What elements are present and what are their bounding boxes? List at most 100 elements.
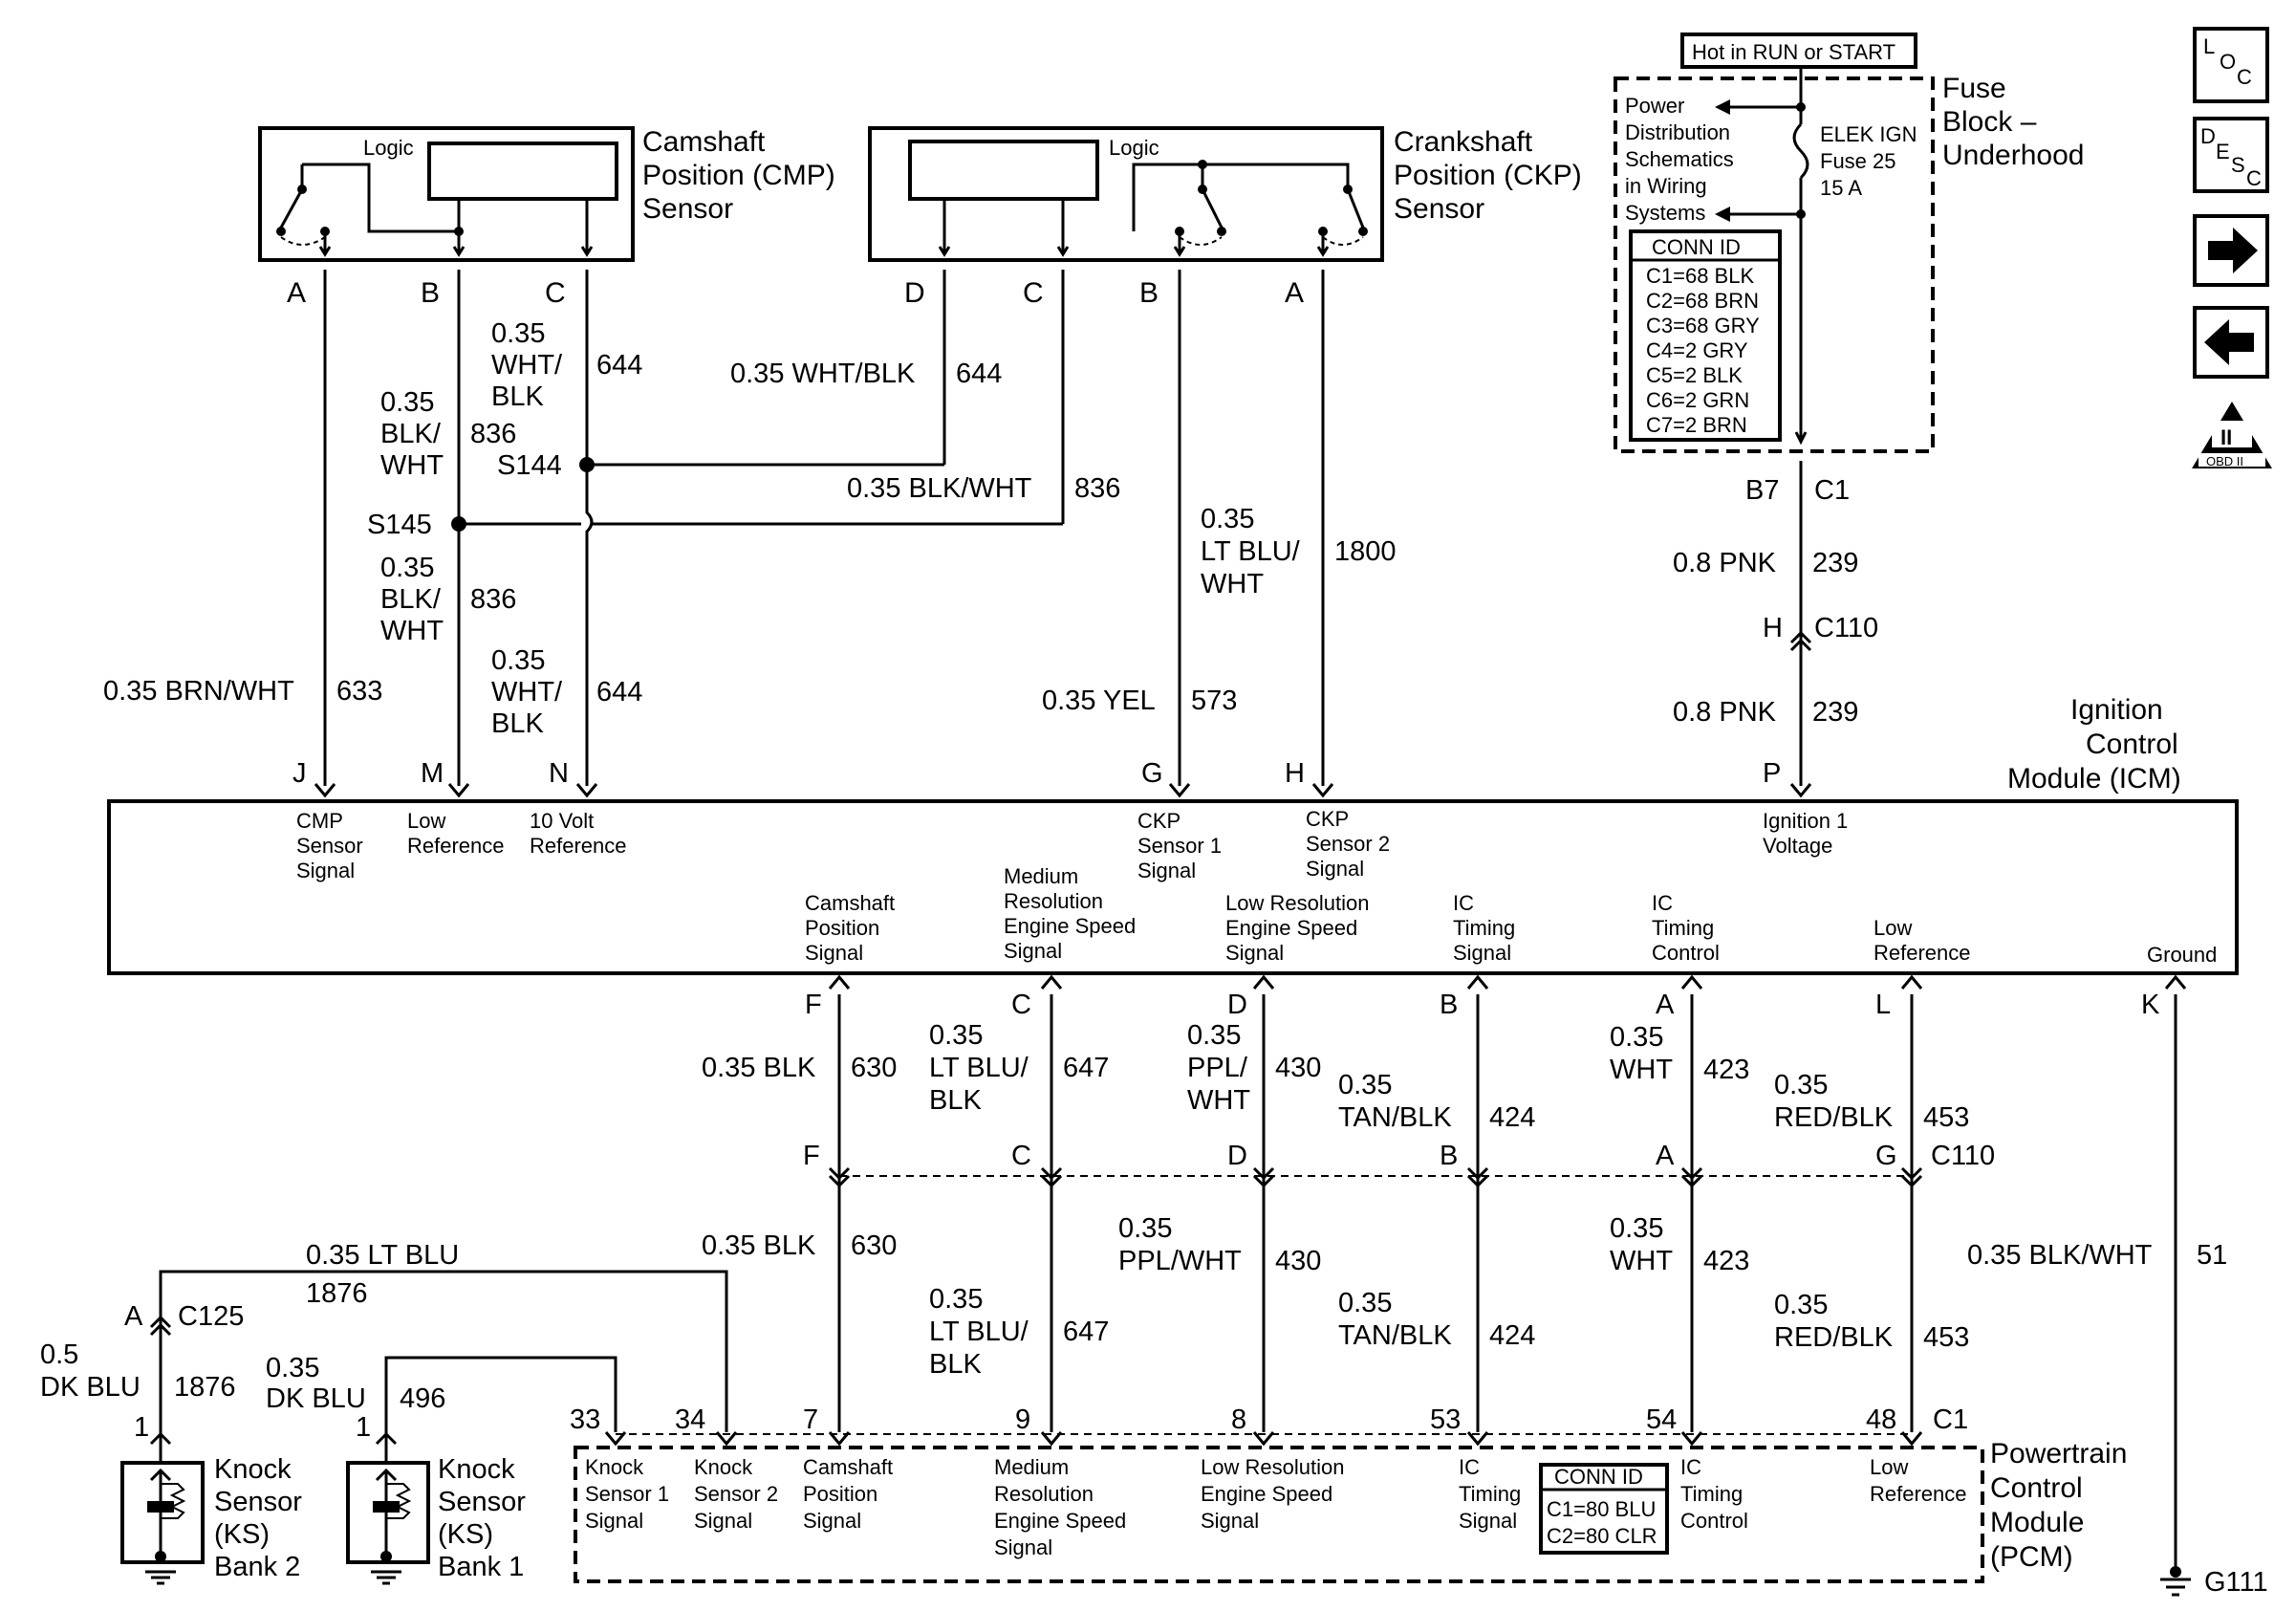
ks1-label-1: Knock bbox=[438, 1454, 515, 1485]
wire-label-ks2: 0.5 DK BLU 1876 1 bbox=[40, 1339, 236, 1443]
ks2-label-2: Sensor bbox=[214, 1487, 302, 1517]
cmp-pin-c: C bbox=[545, 277, 566, 309]
fuse-conn-id: C6=2 GRN bbox=[1646, 388, 1749, 412]
ground-name: G111 bbox=[2204, 1567, 2268, 1598]
wire-size-color: 0.8 PNK bbox=[1673, 697, 1777, 728]
wire-label-424-top: 0.35 TAN/BLK 424 bbox=[1338, 1070, 1535, 1133]
wire-size-color: WHT bbox=[380, 450, 444, 481]
obd-roman: II bbox=[2220, 425, 2232, 449]
icm-top-labels: CMP Sensor Signal Low Reference 10 Volt … bbox=[296, 807, 1848, 882]
pcm-pin-marks: 33 34 7 9 8 53 54 48 C1 bbox=[570, 1404, 1968, 1447]
wire-size-color: 0.35 bbox=[266, 1353, 319, 1383]
wire-size-color: 0.35 bbox=[1118, 1213, 1172, 1244]
wire-size-color: BLK bbox=[929, 1085, 982, 1116]
ks1-label-2: Sensor bbox=[438, 1487, 526, 1517]
icm-pin-j: J bbox=[292, 758, 307, 789]
pcm-label: Reference bbox=[1870, 1482, 1967, 1506]
wire-size-color: BLK bbox=[491, 708, 544, 739]
icm-label: Low bbox=[407, 809, 445, 833]
icm-label: Medium bbox=[1004, 864, 1078, 888]
wire-circuit: 630 bbox=[851, 1230, 897, 1261]
knock-sensor-wiring: A C125 0.35 LT BLU 1876 0.5 DK BLU 1876 … bbox=[40, 1240, 728, 1585]
ks2-label-1: Knock bbox=[214, 1454, 292, 1485]
upper-wiring: 0.35 BRN/WHT 633 0.35 BLK/ WHT 836 0.35 … bbox=[103, 270, 1878, 786]
icm-pin-d: D bbox=[1227, 990, 1247, 1020]
wire-circuit: 423 bbox=[1703, 1246, 1749, 1276]
pcm-conn-id: C1=80 BLU bbox=[1547, 1497, 1656, 1521]
wire-circuit: 453 bbox=[1923, 1102, 1969, 1133]
cmp-pin-a: A bbox=[287, 277, 306, 309]
loc-l: L bbox=[2203, 34, 2215, 58]
location-nav-button[interactable]: L O C bbox=[2193, 27, 2269, 103]
icm-label: Resolution bbox=[1004, 889, 1103, 913]
wire-circuit: 1876 bbox=[306, 1278, 368, 1309]
wire-size-color: 0.35 BLK/WHT bbox=[847, 473, 1032, 504]
icm-title-2: Control bbox=[2086, 729, 2178, 760]
wire-size-color: WHT bbox=[1610, 1246, 1673, 1276]
obd-ii-badge[interactable]: II OBD II bbox=[2192, 402, 2272, 468]
wire-label-647-bottom: 0.35 LT BLU/ BLK 647 bbox=[929, 1284, 1109, 1380]
c110-pin-d: D bbox=[1227, 1141, 1247, 1171]
wire-circuit: 430 bbox=[1275, 1053, 1321, 1083]
wire-size-color: 0.35 bbox=[1187, 1020, 1241, 1051]
wire-circuit: 430 bbox=[1275, 1246, 1321, 1276]
wire-circuit: 496 bbox=[400, 1383, 445, 1414]
c110-pin-g: G bbox=[1875, 1141, 1897, 1171]
wire-size-color: 0.35 BRN/WHT bbox=[103, 676, 294, 707]
icm-label: Low bbox=[1874, 916, 1912, 940]
wire-label-cmp-a: 0.35 BRN/WHT 633 bbox=[103, 676, 382, 707]
wire-size-color: LT BLU/ bbox=[929, 1053, 1029, 1083]
next-page-button[interactable] bbox=[2193, 214, 2269, 287]
icm-label: Voltage bbox=[1763, 834, 1832, 858]
wire-size-color: WHT bbox=[380, 616, 444, 646]
wire-label-453-top: 0.35 RED/BLK 453 bbox=[1774, 1070, 1969, 1133]
ks2-label-3: (KS) bbox=[214, 1519, 270, 1550]
icm-bottom-pin-marks: F C D B A L K bbox=[805, 974, 2187, 1020]
pcm-pin-48: 48 bbox=[1866, 1404, 1896, 1435]
c110-lower-conn: C110 bbox=[1931, 1141, 1995, 1171]
pcm-pin-8: 8 bbox=[1231, 1404, 1246, 1435]
icm-label: CKP bbox=[1137, 809, 1180, 833]
wire-label-ground: 0.35 BLK/WHT 51 bbox=[1967, 1240, 2227, 1271]
icm-pin-f: F bbox=[805, 990, 822, 1020]
fuse-conn-id: C7=2 BRN bbox=[1646, 413, 1747, 437]
desc-e: E bbox=[2216, 140, 2230, 163]
previous-page-button[interactable] bbox=[2193, 306, 2269, 379]
wire-circuit: 453 bbox=[1923, 1322, 1969, 1353]
pcm-label: Sensor 1 bbox=[585, 1482, 669, 1506]
wire-circuit: 424 bbox=[1489, 1320, 1535, 1351]
pcm-label: Resolution bbox=[994, 1482, 1094, 1506]
wire-size-color: WHT/ bbox=[491, 677, 563, 708]
wire-circuit: 836 bbox=[1074, 473, 1120, 504]
ks2-label-4: Bank 2 bbox=[214, 1552, 300, 1582]
cmp-title-2: Position (CMP) bbox=[642, 160, 835, 191]
icm-label: Signal bbox=[1137, 859, 1196, 882]
wire-size-color: DK BLU bbox=[266, 1383, 366, 1414]
wire-size-color: 0.35 bbox=[1338, 1070, 1392, 1100]
fuse-block-title-2: Block – bbox=[1942, 106, 2037, 138]
wire-label-ckp-d: 0.35 WHT/BLK 644 bbox=[730, 359, 1002, 389]
wire-size-color: 0.35 bbox=[929, 1020, 983, 1051]
description-nav-button[interactable]: D E S C bbox=[2193, 117, 2269, 193]
wire-size-color: 0.35 LT BLU bbox=[306, 1240, 459, 1271]
wire-size-color: 0.5 bbox=[40, 1339, 78, 1370]
wire-size-color: RED/BLK bbox=[1774, 1102, 1894, 1133]
wire-label-ckp-a: 0.35 LT BLU/ WHT 1800 bbox=[1201, 504, 1397, 599]
icm-label: Position bbox=[805, 916, 879, 940]
pcm-label: Signal bbox=[585, 1509, 643, 1533]
wire-circuit: 573 bbox=[1191, 686, 1237, 716]
fuse-name: ELEK IGN bbox=[1820, 122, 1917, 146]
icm-pin-p: P bbox=[1763, 758, 1781, 789]
wire-size-color: TAN/BLK bbox=[1338, 1320, 1452, 1351]
wire-circuit: 423 bbox=[1703, 1055, 1749, 1085]
desc-c: C bbox=[2246, 166, 2262, 190]
wire-label-430-bottom: 0.35 PPL/WHT 430 bbox=[1118, 1213, 1321, 1276]
loc-c: C bbox=[2237, 65, 2252, 89]
pcm-label: Camshaft bbox=[803, 1455, 893, 1479]
fuse-number: Fuse 25 bbox=[1820, 149, 1896, 173]
icm-label: Engine Speed bbox=[1225, 916, 1357, 940]
pcm-label: Knock bbox=[694, 1455, 753, 1479]
wire-label-lt-blu: 0.35 LT BLU 1876 bbox=[306, 1240, 459, 1309]
wire-size-color: 0.35 bbox=[1610, 1213, 1663, 1244]
icm-label: Signal bbox=[805, 941, 863, 965]
